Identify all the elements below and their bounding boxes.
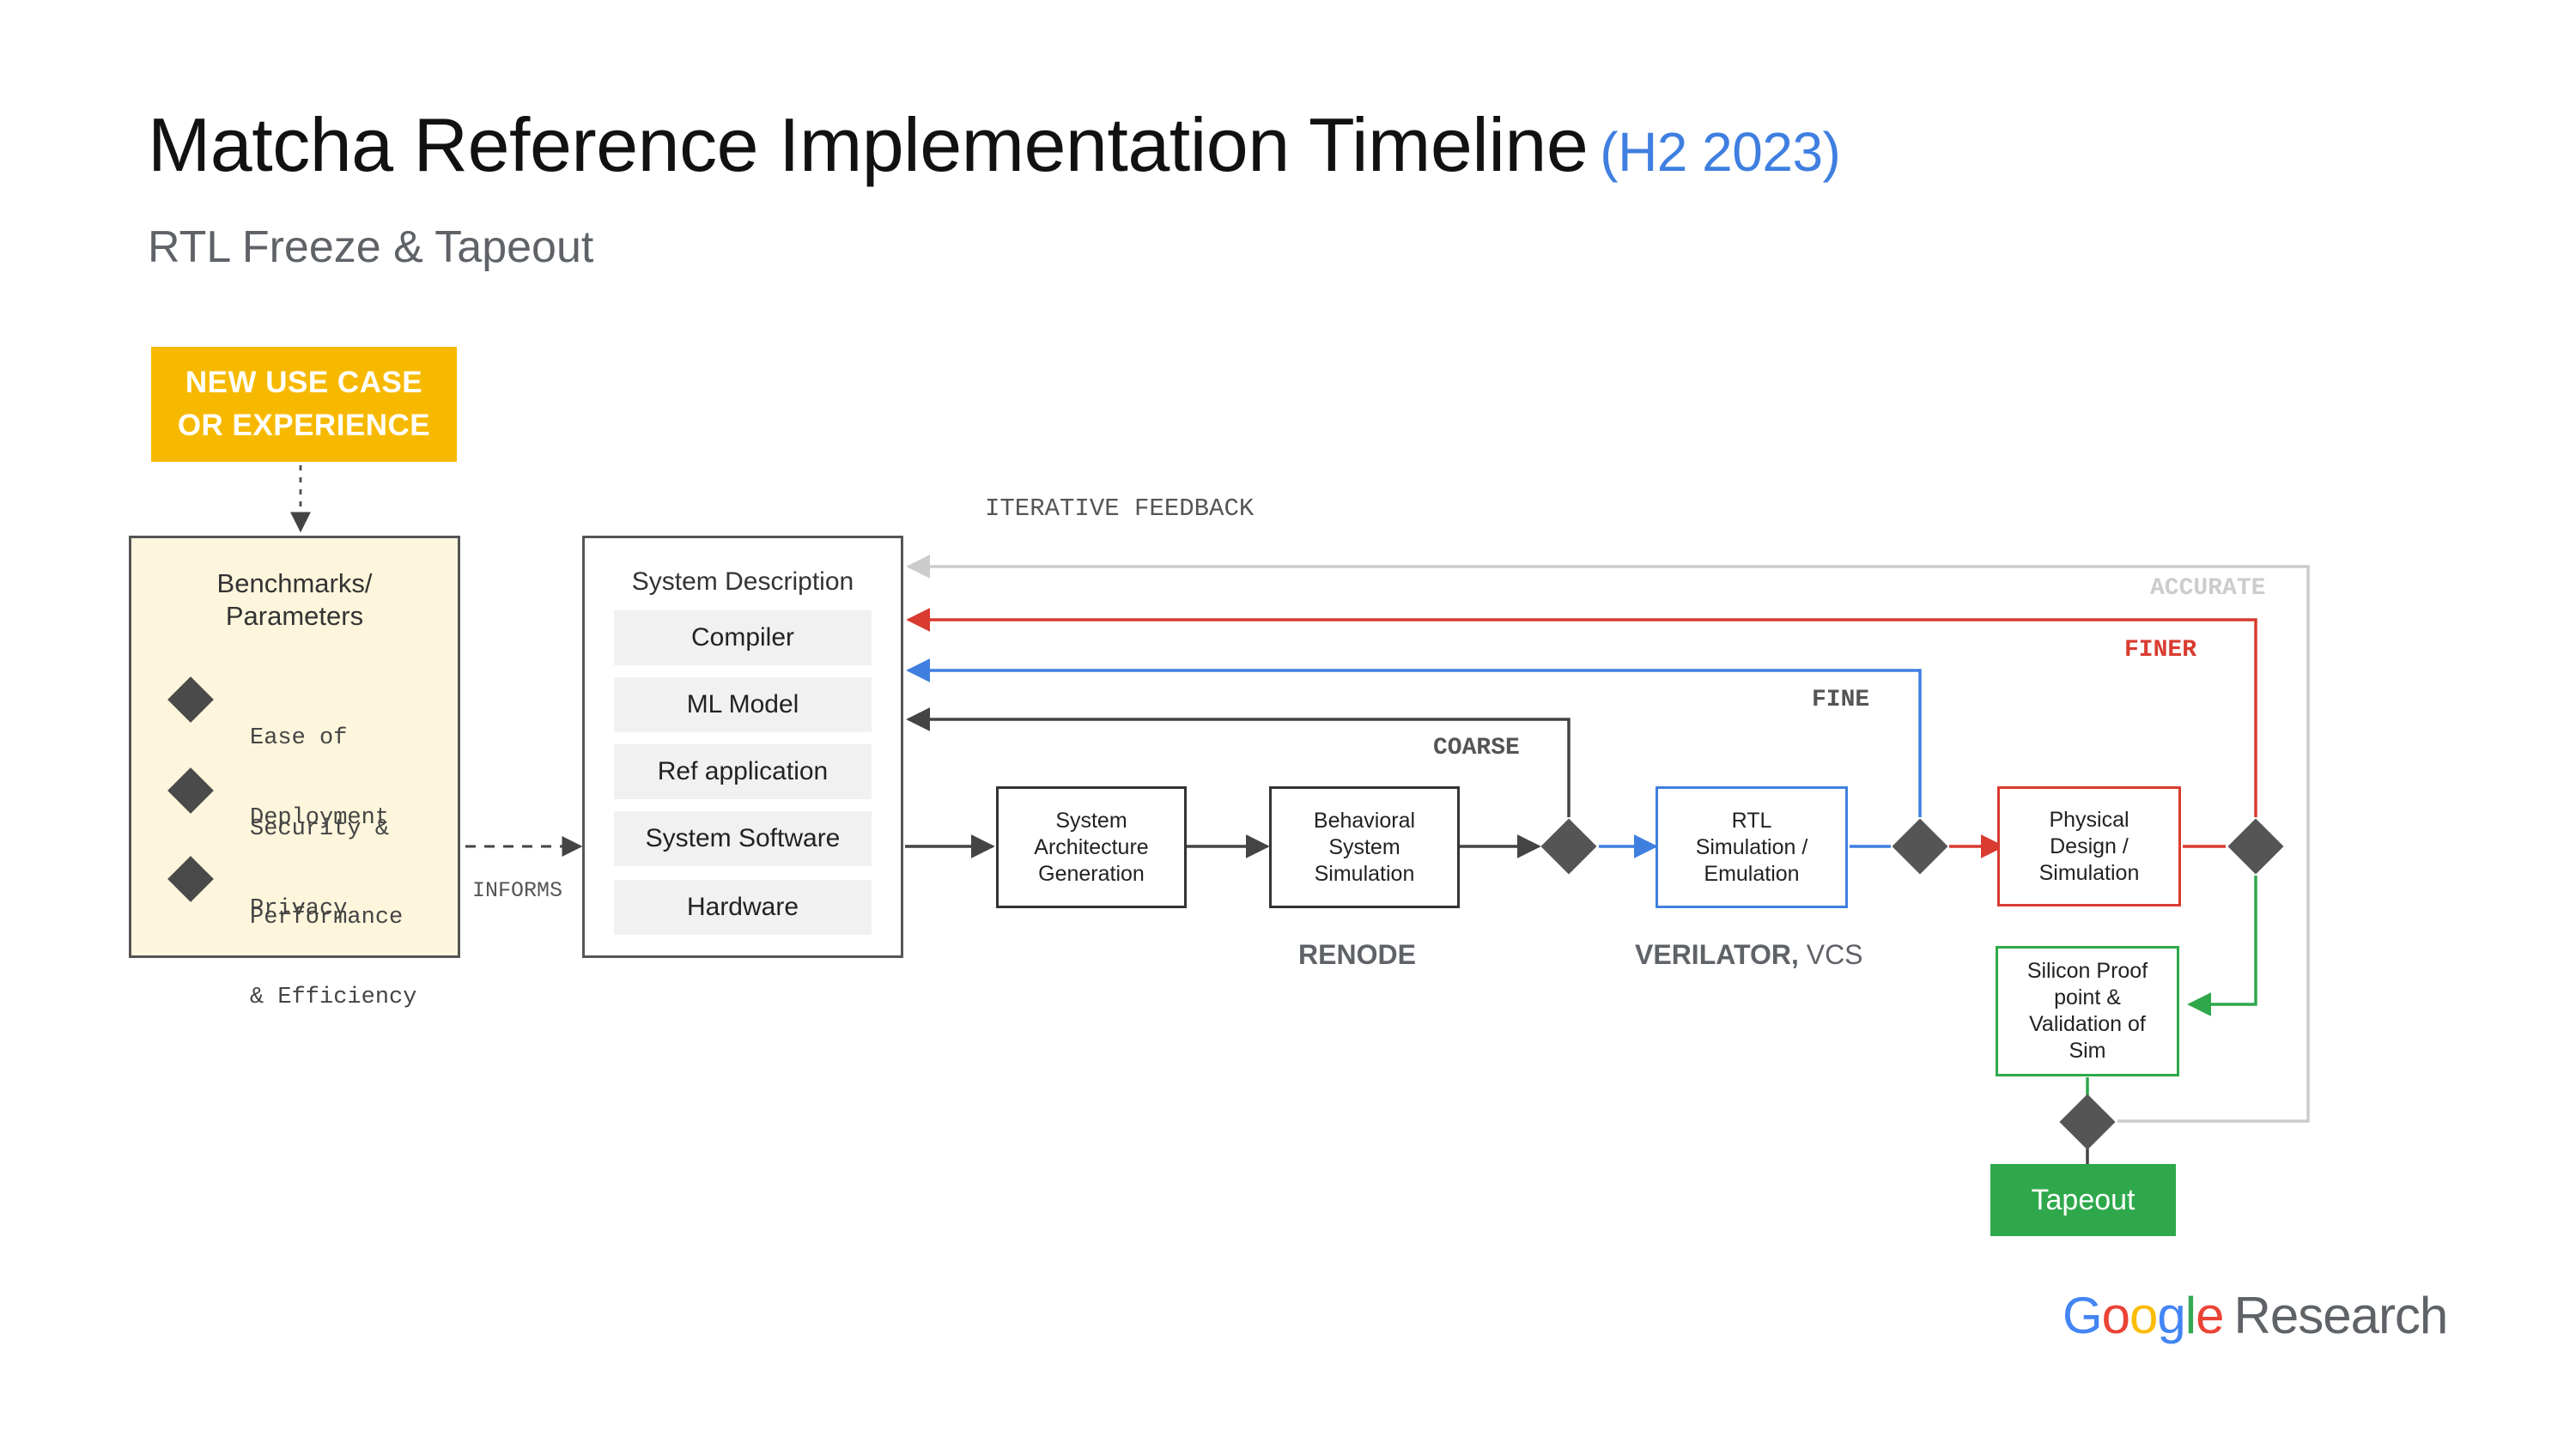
stage-line: Silicon Proof bbox=[2026, 959, 2148, 983]
accurate-label: ACCURATE bbox=[2150, 575, 2266, 602]
fine-feedback-line bbox=[906, 658, 1922, 817]
decision-diamond-coarse bbox=[1540, 818, 1597, 875]
stage-architecture-generation: System Architecture Generation bbox=[996, 786, 1187, 908]
stage-line: Sim bbox=[2069, 1039, 2106, 1063]
use-case-line2: OR EXPERIENCE bbox=[177, 409, 431, 442]
stage-behavioral-simulation: Behavioral System Simulation bbox=[1269, 786, 1460, 908]
coarse-feedback-line bbox=[906, 707, 1571, 817]
system-description-box: System Description Compiler ML Model Ref… bbox=[582, 536, 903, 958]
tapeout-box: Tapeout bbox=[1990, 1164, 2176, 1236]
stage-rtl-simulation: RTL Simulation / Emulation bbox=[1656, 786, 1848, 908]
stage-line: RTL bbox=[1731, 808, 1772, 833]
finer-feedback-line bbox=[906, 608, 2257, 817]
stage-line: Behavioral bbox=[1313, 808, 1416, 833]
stage-silicon-proof: Silicon Proof point & Validation of Sim bbox=[1996, 946, 2179, 1076]
stage-line: point & bbox=[2054, 985, 2121, 1009]
page-title: Matcha Reference Implementation Timeline… bbox=[148, 101, 1841, 189]
benchmark-item-performance: Performance & Efficiency bbox=[250, 852, 416, 1064]
stage-line: Simulation bbox=[1314, 861, 1415, 886]
tool-verilator-name: VERILATOR, bbox=[1635, 939, 1799, 970]
benchmark-item-line: Security & bbox=[250, 816, 390, 842]
stage-line: Design / bbox=[2050, 834, 2129, 858]
benchmark-item-line: & Efficiency bbox=[250, 985, 417, 1010]
sysdesc-item-compiler: Compiler bbox=[614, 610, 872, 665]
benchmarks-title-line1: Benchmarks/ bbox=[216, 568, 373, 598]
accurate-feedback-line bbox=[906, 555, 2310, 1123]
benchmark-item-deployment: Ease of Deployment bbox=[250, 672, 389, 885]
iterative-feedback-label: ITERATIVE FEEDBACK bbox=[985, 494, 1255, 523]
benchmarks-title-line2: Parameters bbox=[225, 601, 364, 631]
benchmark-item-security: Security & Privacy bbox=[250, 763, 389, 976]
stage-physical-design: Physical Design / Simulation bbox=[1997, 786, 2181, 906]
informs-label: INFORMS bbox=[472, 878, 563, 903]
sysdesc-item-system-software: System Software bbox=[614, 811, 872, 866]
tool-renode-label: RENODE bbox=[1298, 939, 1416, 970]
stage-line: System bbox=[1055, 808, 1127, 833]
stage-line: Architecture bbox=[1034, 834, 1149, 859]
benchmarks-title: Benchmarks/ Parameters bbox=[131, 567, 458, 633]
use-case-line1: NEW USE CASE bbox=[185, 366, 423, 399]
use-case-box: NEW USE CASE OR EXPERIENCE bbox=[151, 347, 457, 462]
stage-line: Physical bbox=[2049, 807, 2129, 832]
sysdesc-item-hardware: Hardware bbox=[614, 880, 872, 935]
benchmark-item-line: Ease of bbox=[250, 725, 348, 751]
stage-line: Simulation bbox=[2038, 860, 2140, 885]
tool-vcs-name: VCS bbox=[1806, 939, 1863, 970]
decision-diamond-accurate bbox=[2059, 1094, 2116, 1150]
benchmark-item-line: Deployment bbox=[250, 805, 390, 831]
benchmark-bullet-icon bbox=[167, 856, 214, 902]
stage-line: Simulation / bbox=[1695, 834, 1808, 859]
google-wordmark: Google bbox=[2063, 1287, 2225, 1344]
benchmarks-box: Benchmarks/ Parameters Ease of Deploymen… bbox=[129, 536, 460, 1010]
decision-diamond-finer bbox=[2227, 818, 2284, 875]
decision-diamond-fine bbox=[1892, 818, 1948, 875]
stage-line: Validation of bbox=[2029, 1012, 2146, 1036]
page-title-accent: (H2 2023) bbox=[1600, 121, 1841, 183]
fine-label: FINE bbox=[1812, 687, 1870, 713]
stage-line: Generation bbox=[1038, 861, 1145, 886]
benchmark-bullet-icon bbox=[167, 767, 214, 814]
tool-verilator-label: VERILATOR, VCS bbox=[1635, 939, 1863, 971]
benchmark-item-line: Privacy bbox=[250, 896, 348, 922]
diamond3-to-silicon-arrow bbox=[2187, 876, 2257, 1016]
sysdesc-item-ref-application: Ref application bbox=[614, 744, 872, 799]
page-title-text: Matcha Reference Implementation Timeline bbox=[148, 102, 1589, 187]
stage-line: Emulation bbox=[1704, 861, 1800, 886]
stage-line: System bbox=[1328, 834, 1400, 859]
finer-label: FINER bbox=[2124, 637, 2197, 664]
sysdesc-item-ml-model: ML Model bbox=[614, 677, 872, 732]
benchmark-bullet-icon bbox=[167, 676, 214, 723]
coarse-label: COARSE bbox=[1433, 735, 1520, 761]
research-wordmark: Research bbox=[2233, 1287, 2449, 1344]
benchmark-item-line: Performance bbox=[250, 905, 404, 931]
page-subtitle: RTL Freeze & Tapeout bbox=[148, 222, 594, 272]
system-description-title: System Description bbox=[631, 567, 854, 596]
